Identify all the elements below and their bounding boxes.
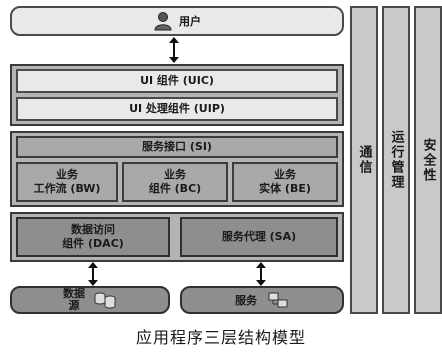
data-source-box: 数据 源 — [10, 286, 170, 314]
communication-label: 通信 — [356, 145, 372, 175]
ui-process-label: UI 处理组件 (UIP) — [129, 102, 225, 115]
business-entity-box: 业务 实体 (BE) — [232, 162, 338, 202]
service-agent-label: 服务代理 (SA) — [221, 230, 297, 243]
business-entity-line2: 实体 (BE) — [259, 182, 311, 195]
user-label: 用户 — [179, 15, 201, 28]
security-column: 安全性 — [414, 6, 442, 314]
data-access-box: 数据访问 组件 (DAC) — [16, 217, 170, 257]
user-box: 用户 — [10, 6, 344, 36]
services-label: 服务 — [235, 294, 257, 307]
diagram-caption: 应用程序三层结构模型 — [135, 328, 306, 347]
operations-column: 运行管理 — [382, 6, 410, 314]
business-workflow-box: 业务 工作流 (BW) — [16, 162, 118, 202]
security-label: 安全性 — [420, 137, 436, 183]
service-agent-box: 服务代理 (SA) — [180, 217, 338, 257]
business-workflow-line2: 工作流 (BW) — [33, 182, 101, 195]
data-source-label: 数据 源 — [63, 288, 85, 312]
data-source-line2: 源 — [68, 299, 80, 312]
database-icon — [93, 290, 117, 310]
services-box: 服务 — [180, 286, 344, 314]
data-access-line1: 数据访问 — [71, 223, 115, 236]
double-arrow-icon — [87, 262, 99, 286]
business-entity-line1: 业务 — [274, 168, 296, 181]
service-interface-box: 服务接口 (SI) — [16, 136, 338, 158]
business-component-box: 业务 组件 (BC) — [122, 162, 228, 202]
communication-column: 通信 — [350, 6, 378, 314]
ui-components-label: UI 组件 (UIC) — [140, 74, 214, 87]
business-component-line1: 业务 — [164, 168, 186, 181]
double-arrow-icon — [168, 37, 180, 63]
data-source-line1: 数据 — [63, 287, 85, 300]
business-component-line2: 组件 (BC) — [148, 182, 202, 195]
person-icon — [153, 11, 173, 31]
ui-components-box: UI 组件 (UIC) — [16, 69, 338, 93]
service-interface-label: 服务接口 (SI) — [142, 140, 212, 153]
services-icon — [267, 290, 289, 310]
business-workflow-line1: 业务 — [56, 168, 78, 181]
data-access-line2: 组件 (DAC) — [62, 237, 124, 250]
ui-process-box: UI 处理组件 (UIP) — [16, 97, 338, 121]
operations-label: 运行管理 — [388, 130, 404, 190]
double-arrow-icon — [255, 262, 267, 286]
